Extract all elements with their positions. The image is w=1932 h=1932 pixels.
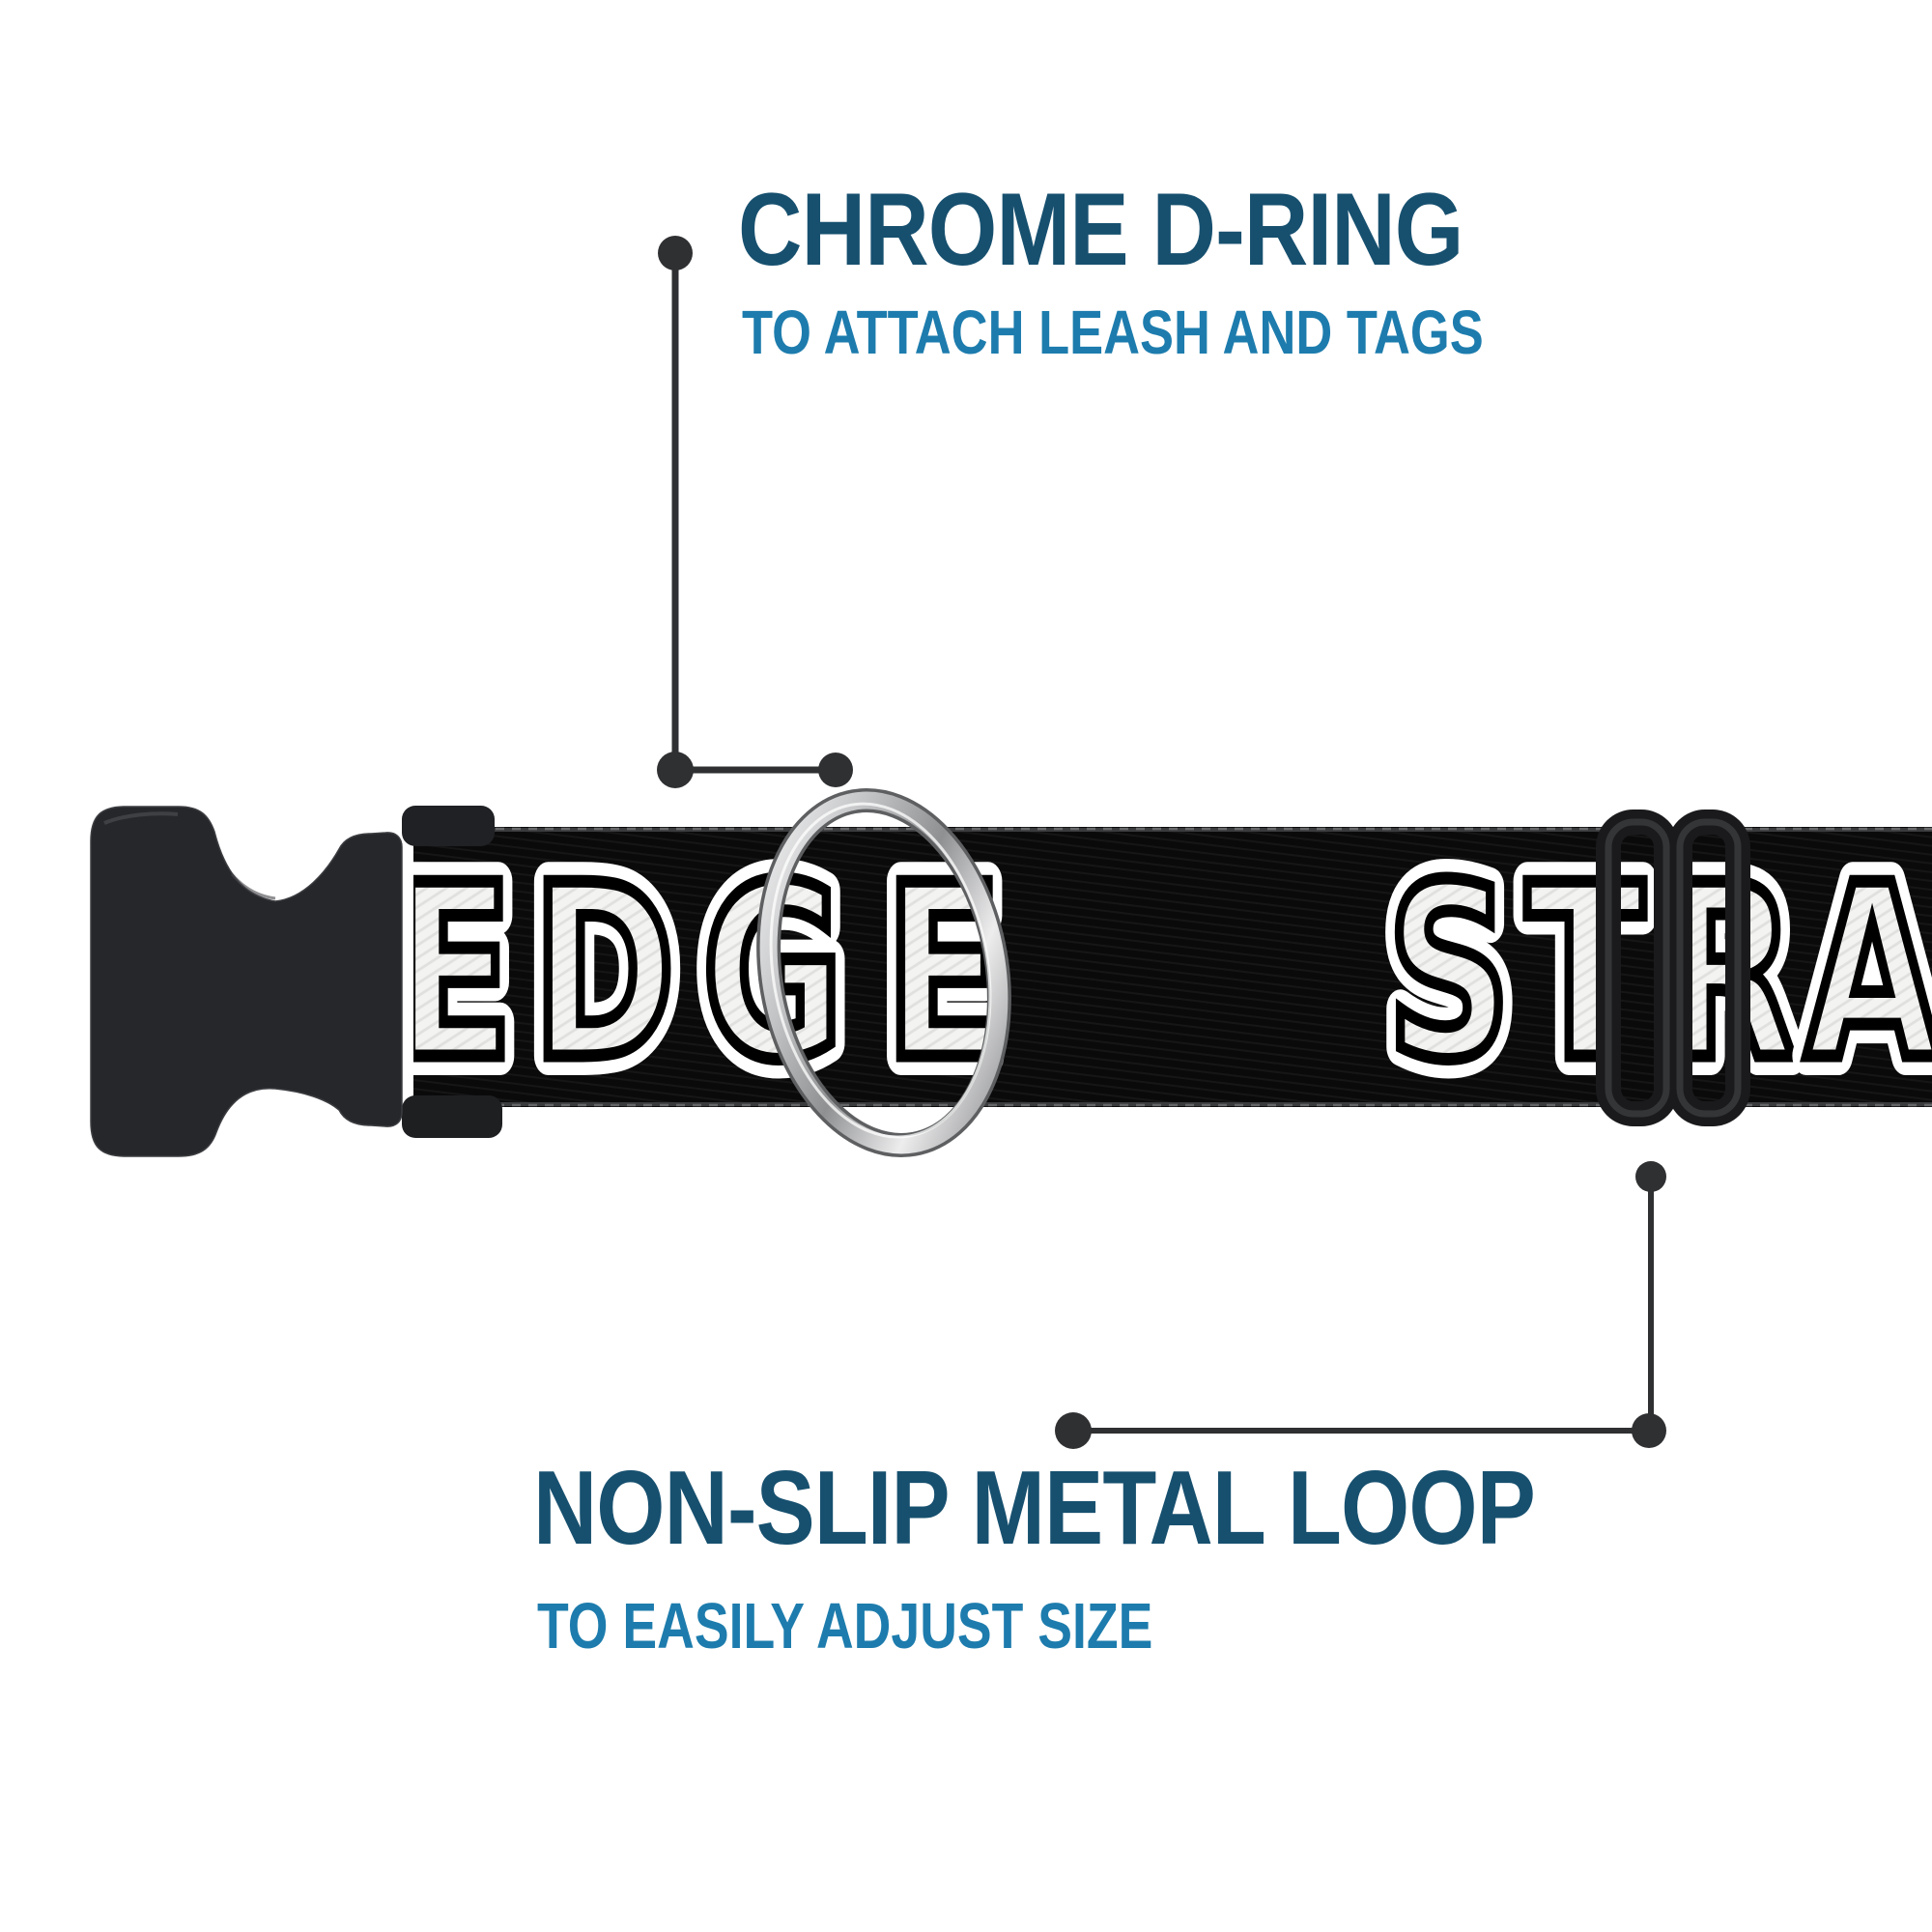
top-callout-title: CHROME D-RING <box>738 178 1581 281</box>
buckle-notch-highlight <box>230 873 276 900</box>
letter-glyph-outline: T <box>1526 833 1644 1112</box>
bottom-callout-title-text: NON-SLIP METAL LOOP <box>533 1449 1536 1567</box>
bottom-callout-connector <box>1055 1161 1666 1449</box>
strap-letter: T T <box>1510 823 1661 1112</box>
buckle-body <box>90 806 403 1157</box>
buckle-top-rail <box>402 806 495 846</box>
top-callout-dot-target <box>818 753 853 787</box>
bottom-callout-subtitle: TO EASILY ADJUST SIZE <box>537 1594 1307 1659</box>
strap-print: E E D D G G E E S S <box>395 823 1932 1112</box>
d-ring-chrome <box>759 791 1009 1154</box>
letter-glyph: T <box>1526 833 1644 1112</box>
buckle-bottom-rail <box>402 1095 502 1138</box>
buckle-highlight <box>103 811 179 825</box>
top-callout-dot-corner <box>657 752 694 788</box>
letter-glyph-outline: S <box>1387 833 1512 1112</box>
top-callout-title-text: CHROME D-RING <box>738 171 1463 287</box>
top-callout-dot-label <box>658 236 693 270</box>
strap-letter: D D <box>516 823 692 1112</box>
letter-glyph: D <box>532 833 675 1112</box>
d-ring-highlight <box>769 802 992 1139</box>
top-callout-subtitle-text: TO ATTACH LEASH AND TAGS <box>742 298 1484 367</box>
bottom-callout-title: NON-SLIP METAL LOOP <box>533 1456 1726 1561</box>
letter-glyph: A <box>1805 833 1932 1112</box>
letter-glyph-outline: D <box>532 833 675 1112</box>
bottom-callout-dot-corner <box>1632 1413 1666 1448</box>
slider-left-sheen <box>1605 818 1670 1118</box>
top-callout-connector <box>657 236 853 788</box>
top-callout-subtitle: TO ATTACH LEASH AND TAGS <box>742 301 1646 363</box>
letter-glyph: E <box>395 833 513 1112</box>
metal-slider-loop <box>1596 810 1750 1126</box>
slider-right-sheen <box>1676 818 1742 1118</box>
bottom-callout-subtitle-text: TO EASILY ADJUST SIZE <box>537 1590 1153 1662</box>
bottom-callout-dot-target <box>1635 1161 1666 1192</box>
letter-glyph: E <box>885 833 1003 1112</box>
letter-glyph-outline: E <box>395 833 513 1112</box>
letter-glyph: S <box>1387 833 1512 1112</box>
strap-letter: E E <box>395 823 529 1112</box>
collar-strap: E E D D G G E E S S <box>395 823 1932 1112</box>
chrome-d-ring <box>756 788 1011 1157</box>
strap-letter: S S <box>1371 823 1528 1112</box>
letter-glyph-outline: A <box>1805 833 1932 1112</box>
strap-letter: A A <box>1789 823 1932 1112</box>
bottom-callout-dot-label <box>1055 1412 1092 1449</box>
buckle <box>90 806 502 1157</box>
